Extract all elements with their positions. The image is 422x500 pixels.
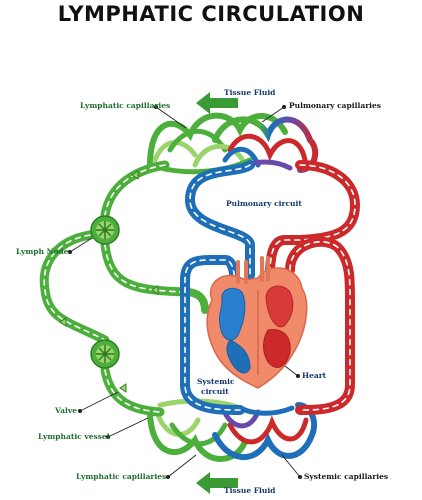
label-pulmonary-circuit: Pulmonary circuit	[226, 199, 302, 208]
page-title: LYMPHATIC CIRCULATION	[57, 2, 365, 26]
pulmonary-artery-circuit	[265, 160, 361, 280]
lymphatic-vessels	[39, 160, 209, 417]
tissue-fluid-arrow-top	[196, 92, 238, 114]
label-systemic-circuit-line2: circuit	[201, 387, 229, 396]
label-lymphatic-vessel: Lymphatic vessel	[38, 432, 110, 441]
heart	[206, 256, 308, 389]
label-tissue-fluid-top: Tissue Fluid	[224, 88, 276, 97]
label-lymphatic-capillaries-top: Lymphatic capillaries	[80, 101, 171, 110]
label-tissue-fluid-bottom: Tissue Fluid	[224, 486, 276, 495]
label-valve: Valve	[55, 406, 77, 415]
label-lymph-node: Lymph Node	[16, 247, 69, 256]
systemic-vein	[180, 255, 245, 415]
pulmonary-vein-circuit	[184, 160, 255, 280]
label-systemic-circuit-line1: Systemic	[197, 377, 235, 386]
tissue-fluid-arrow-bottom	[196, 472, 238, 494]
leader-lines	[67, 104, 303, 480]
systemic-artery	[285, 236, 355, 415]
label-pulmonary-capillaries: Pulmonary capillaries	[289, 101, 381, 110]
lymph-node-lower	[90, 339, 120, 369]
label-systemic-capillaries: Systemic capillaries	[304, 472, 389, 481]
lymph-node-upper	[90, 215, 120, 245]
label-lymphatic-capillaries-bottom: Lymphatic capillaries	[76, 472, 167, 481]
label-heart: Heart	[302, 371, 327, 380]
valve-markers	[59, 170, 159, 393]
top-lymphatic-capillaries	[147, 112, 288, 175]
systemic-capillaries	[212, 402, 318, 460]
